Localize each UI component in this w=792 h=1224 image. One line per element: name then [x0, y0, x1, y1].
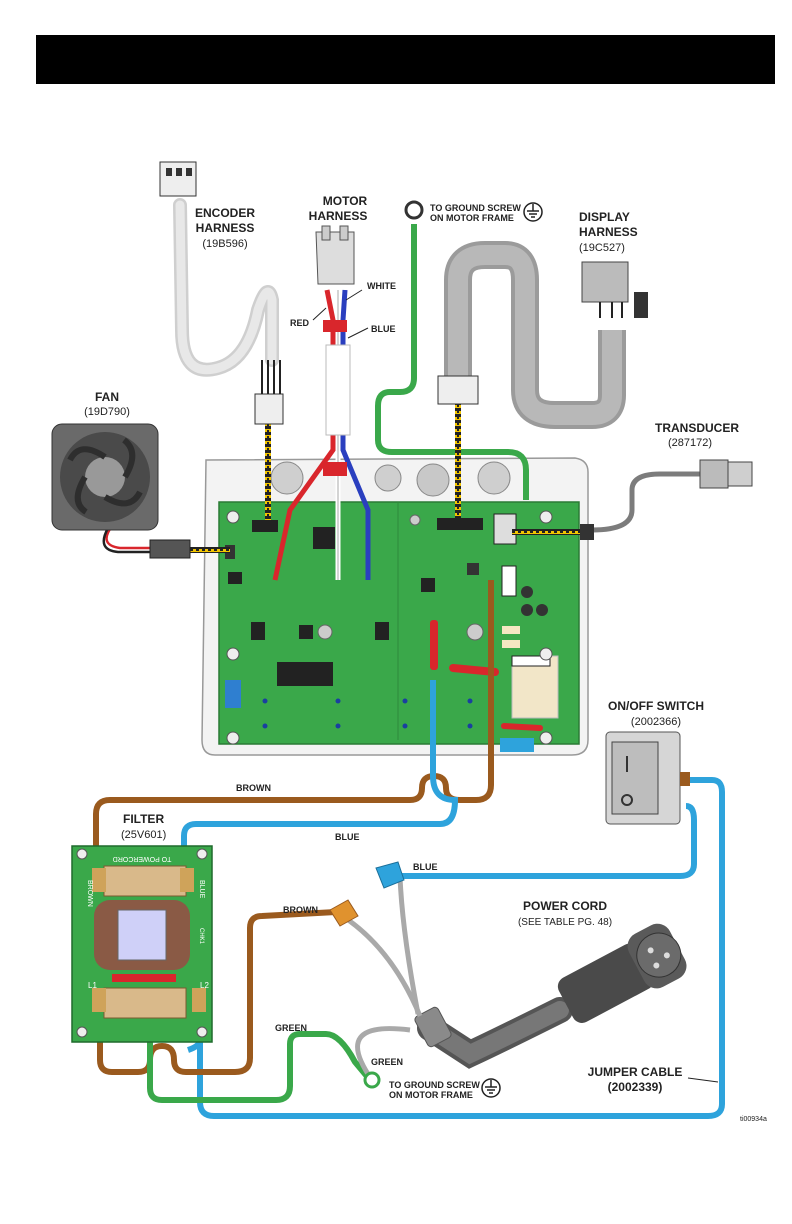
display-connector [437, 261, 648, 405]
ground-bottom-line1: TO GROUND SCREW [389, 1080, 480, 1090]
filter-board-l2-label: L2 [200, 981, 209, 990]
encoder-label: ENCODER HARNESS (19B596) [195, 206, 255, 250]
filter-board-brown-label: BROWN [86, 880, 93, 907]
fan-label: FAN (19D790) [84, 390, 130, 418]
transducer-part: (287172) [668, 437, 712, 449]
wire-blue-right-label: BLUE [413, 862, 438, 872]
jumper-label: JUMPER CABLE (2002339) [588, 1065, 683, 1094]
display-part: (19C527) [579, 242, 625, 254]
transducer-label: TRANSDUCER (287172) [655, 421, 739, 449]
motor-label: MOTOR HARNESS WHITE RED BLUE [290, 194, 396, 334]
fan-title: FAN [95, 390, 119, 404]
jumper-title-2: (2002339) [608, 1080, 663, 1094]
filter-part: (25V601) [121, 829, 166, 841]
encoder-title-2: HARNESS [196, 221, 255, 235]
encoder-title-1: ENCODER [195, 206, 255, 220]
control-board [201, 457, 589, 756]
encoder-connector [159, 161, 284, 425]
motor-title-2: HARNESS [309, 209, 368, 223]
power-cord-label: POWER CORD (SEE TABLE PG. 48) [518, 899, 612, 928]
wire-red-label: RED [290, 318, 310, 328]
display-title-2: HARNESS [579, 225, 638, 239]
wire-blue-label: BLUE [371, 324, 396, 334]
wire-labels: BROWN BLUE BLUE BROWN GREEN GREEN [236, 783, 438, 1067]
ground-bottom-line2: ON MOTOR FRAME [389, 1090, 473, 1100]
filter-board-chk-label: CHK1 [198, 928, 204, 945]
display-label: DISPLAY HARNESS (19C527) [579, 210, 638, 254]
ground-top-line2: ON MOTOR FRAME [430, 213, 514, 223]
fan-part: (19D790) [84, 406, 130, 418]
wire-green2-label: GREEN [371, 1057, 403, 1067]
wire-green1-label: GREEN [275, 1023, 307, 1033]
motor-connector [315, 225, 355, 285]
encoder-part: (19B596) [202, 238, 247, 250]
filter-board-blue-label: BLUE [198, 880, 205, 899]
power-cord-title: POWER CORD [523, 899, 607, 913]
display-title-1: DISPLAY [579, 210, 630, 224]
ground-top-line1: TO GROUND SCREW [430, 203, 521, 213]
ground-icon-bottom [481, 1078, 501, 1098]
figure-id: ti00934a [740, 1116, 767, 1123]
filter-board [71, 845, 213, 1043]
fan [51, 423, 191, 559]
onoff-label: ON/OFF SWITCH (2002366) [608, 699, 704, 728]
jumper-title-1: JUMPER CABLE [588, 1065, 683, 1079]
filter-board-top-label: TO POWERCORD [113, 855, 172, 862]
wire-brown-left-label: BROWN [283, 905, 318, 915]
wire-brown-top-label: BROWN [236, 783, 271, 793]
ground-icon-top [523, 202, 543, 222]
power-cord-note: (SEE TABLE PG. 48) [518, 917, 612, 928]
onoff-part: (2002366) [631, 716, 681, 728]
filter-label: FILTER (25V601) TO POWERCORD BROWN BLUE … [86, 812, 209, 990]
header-bar [36, 35, 775, 84]
wire-blue-mid-label: BLUE [335, 832, 360, 842]
ground-bottom-label: TO GROUND SCREW ON MOTOR FRAME [389, 1080, 480, 1100]
onoff-title: ON/OFF SWITCH [608, 699, 704, 713]
transducer [580, 459, 753, 540]
filter-board-l1-label: L1 [88, 981, 97, 990]
filter-title: FILTER [123, 812, 164, 826]
ground-top-label: TO GROUND SCREW ON MOTOR FRAME [430, 203, 521, 223]
wire-white-label: WHITE [367, 281, 396, 291]
on-off-switch [605, 731, 690, 825]
transducer-title: TRANSDUCER [655, 421, 739, 435]
motor-title-1: MOTOR [323, 194, 368, 208]
